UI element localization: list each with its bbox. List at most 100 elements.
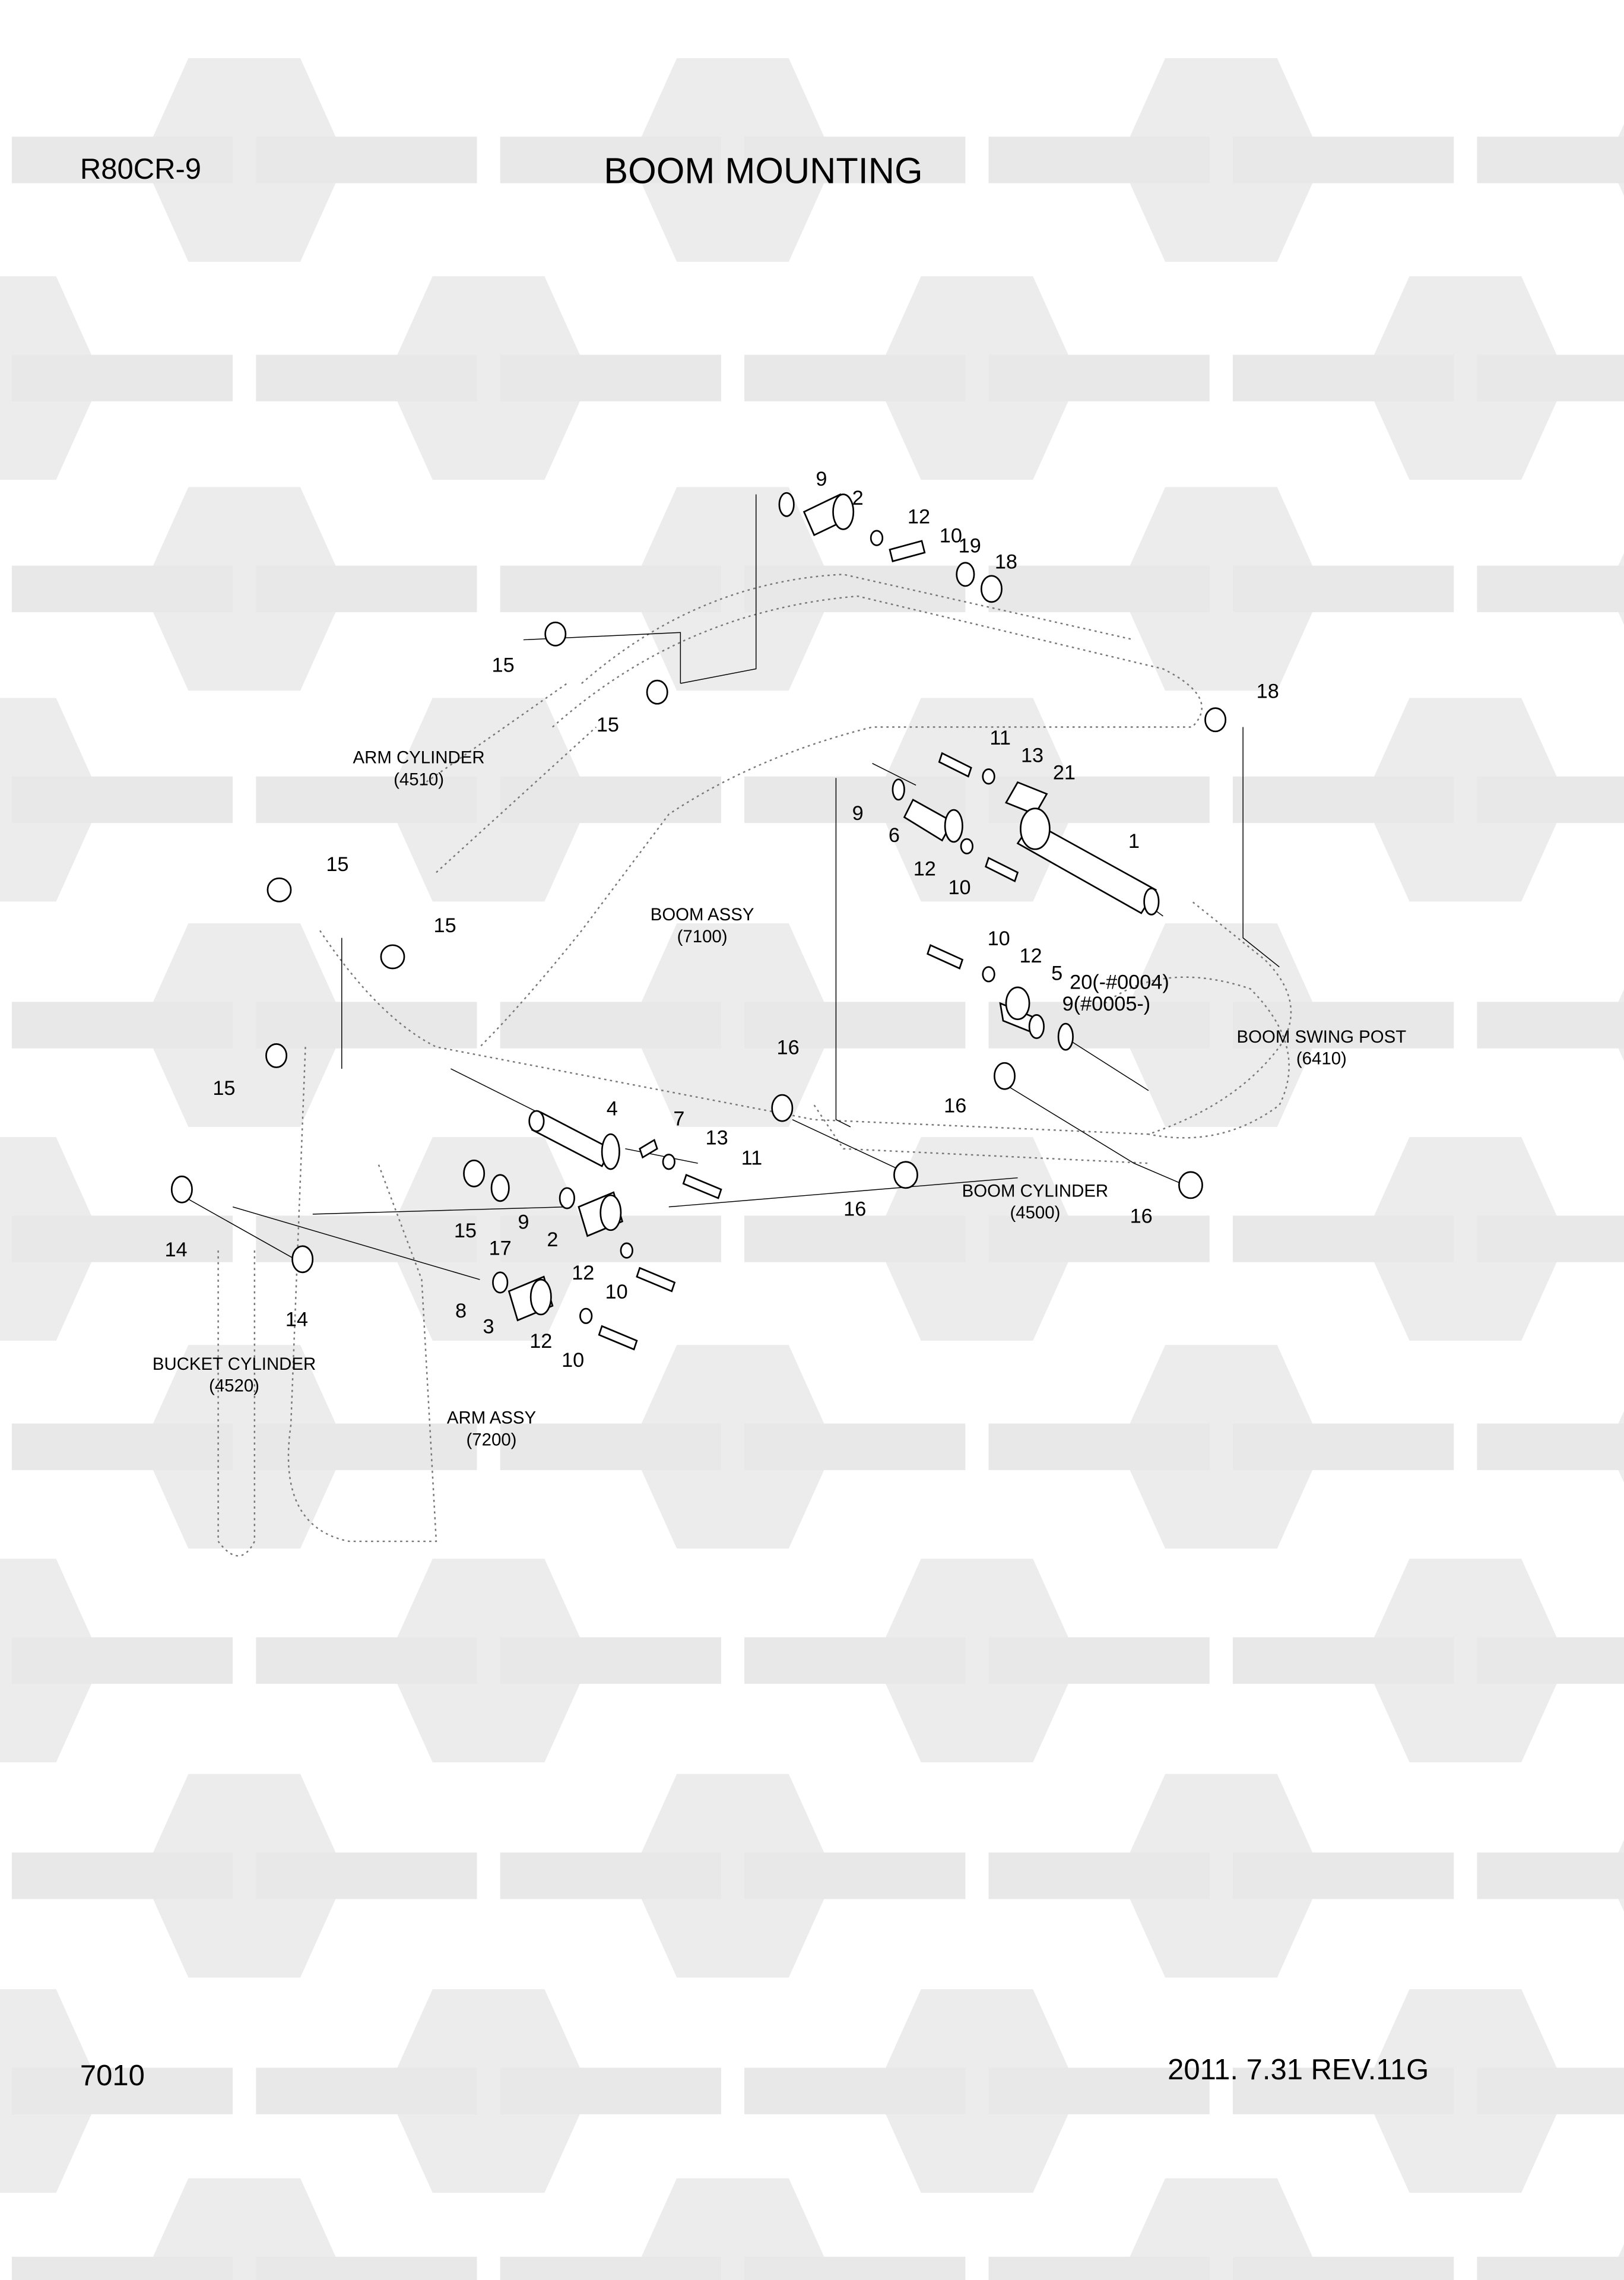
watermark-band <box>1477 1852 1624 1899</box>
callout-number: 12 <box>572 1262 594 1284</box>
watermark-logo <box>631 1774 835 1978</box>
watermark-band <box>11 354 233 401</box>
watermark-band <box>500 1852 721 1899</box>
watermark-band <box>1232 1002 1454 1049</box>
washer-13-low <box>662 1154 675 1170</box>
watermark-band <box>256 565 477 613</box>
arm-assy-label: ARM ASSY <box>447 1408 536 1428</box>
watermark-logo <box>1363 1989 1568 2193</box>
watermark-band <box>744 1215 966 1262</box>
watermark-logo <box>1363 1559 1568 1763</box>
watermark-band <box>744 2256 966 2280</box>
o-ring-9-top <box>778 492 795 517</box>
watermark-band <box>500 2256 721 2280</box>
callout-number: 21 <box>1053 762 1076 784</box>
watermark-band <box>988 2256 1210 2280</box>
watermark-band <box>1477 354 1624 401</box>
callout-number: 16 <box>1130 1205 1153 1228</box>
callout-number: 13 <box>706 1126 728 1149</box>
arm-assy-code: (7200) <box>467 1430 517 1449</box>
callout-number: 10 <box>949 876 971 899</box>
shim-15-f <box>463 1159 486 1188</box>
bolt-10-right <box>927 943 964 970</box>
watermark-band <box>500 776 721 824</box>
shim-16-a <box>771 1094 794 1122</box>
washer-13 <box>982 768 995 785</box>
watermark-band <box>500 1423 721 1470</box>
watermark-band <box>988 565 1210 613</box>
callout-number: 10 <box>605 1281 628 1303</box>
watermark-logo <box>1119 923 1323 1127</box>
watermark-band <box>988 1423 1210 1470</box>
watermark-band <box>744 1637 966 1684</box>
washer-12-bottom <box>579 1307 593 1324</box>
watermark-band <box>744 137 966 183</box>
o-ring-9-mid <box>892 778 905 801</box>
watermark-band <box>1232 354 1454 401</box>
watermark-band <box>1477 776 1624 824</box>
callout-number: 12 <box>529 1330 552 1353</box>
watermark-logo <box>1119 2178 1323 2280</box>
callout-number: 20(-#0004) <box>1070 971 1169 993</box>
watermark-band <box>1232 1423 1454 1470</box>
watermark-logo <box>386 698 591 902</box>
watermark-band <box>744 354 966 401</box>
watermark-band <box>1232 1637 1454 1684</box>
callout-number: 11 <box>989 727 1011 749</box>
watermark-band <box>256 1002 477 1049</box>
watermark-band <box>500 354 721 401</box>
watermark-band <box>11 2067 233 2114</box>
callout-number: 12 <box>914 857 936 880</box>
watermark-band <box>256 2067 477 2114</box>
shim-14-a <box>170 1175 193 1204</box>
callout-number: 9 <box>518 1211 529 1233</box>
shim-15-c <box>267 877 292 902</box>
watermark-band <box>1232 2067 1454 2114</box>
callout-number: 4 <box>607 1097 618 1120</box>
callout-number: 15 <box>454 1220 477 1242</box>
callout-number: 17 <box>489 1237 512 1259</box>
washer-12-right <box>982 966 995 983</box>
bolt-10-mid <box>985 856 1019 882</box>
shim-16-b <box>994 1062 1016 1090</box>
callout-number: 15 <box>212 1077 235 1100</box>
watermark-logo <box>386 1989 591 2193</box>
watermark-logo <box>386 1559 591 1763</box>
watermark-band <box>988 1215 1210 1262</box>
bolt-10-bottom <box>598 1325 638 1351</box>
shim-18-right <box>1204 707 1227 733</box>
shim-15-e <box>265 1043 288 1068</box>
watermark-logo <box>142 1345 347 1549</box>
watermark-band <box>11 1002 233 1049</box>
watermark-logo <box>631 1345 835 1549</box>
callout-number: 19 <box>959 535 981 558</box>
callout-number: 9(#0005-) <box>1062 993 1151 1015</box>
watermark-band <box>744 1423 966 1470</box>
callout-number: 12 <box>1020 945 1042 967</box>
watermark-logo <box>1119 487 1323 691</box>
callout-number: 3 <box>483 1316 494 1338</box>
shim-15-a <box>544 621 567 647</box>
watermark-logo <box>1119 58 1323 262</box>
watermark-logo <box>631 487 835 691</box>
watermark-logo <box>631 923 835 1127</box>
watermark-band <box>500 137 721 183</box>
pin-3 <box>508 1275 554 1322</box>
watermark-logo <box>142 58 347 262</box>
callout-number: 16 <box>944 1094 966 1117</box>
watermark-logo <box>142 923 347 1127</box>
watermark-band <box>988 1637 1210 1684</box>
watermark-logo <box>875 1989 1079 2193</box>
callout-number: 9 <box>816 468 827 490</box>
watermark-logo <box>875 276 1079 480</box>
watermark-logo <box>1363 276 1568 480</box>
callout-number: 7 <box>673 1108 684 1130</box>
bucket-cylinder-code: (4520) <box>209 1376 259 1396</box>
watermark-band <box>256 1215 477 1262</box>
plate-21 <box>1005 781 1048 816</box>
watermark-band <box>744 1852 966 1899</box>
callout-number: 2 <box>547 1228 558 1251</box>
pin-5 <box>999 986 1045 1039</box>
